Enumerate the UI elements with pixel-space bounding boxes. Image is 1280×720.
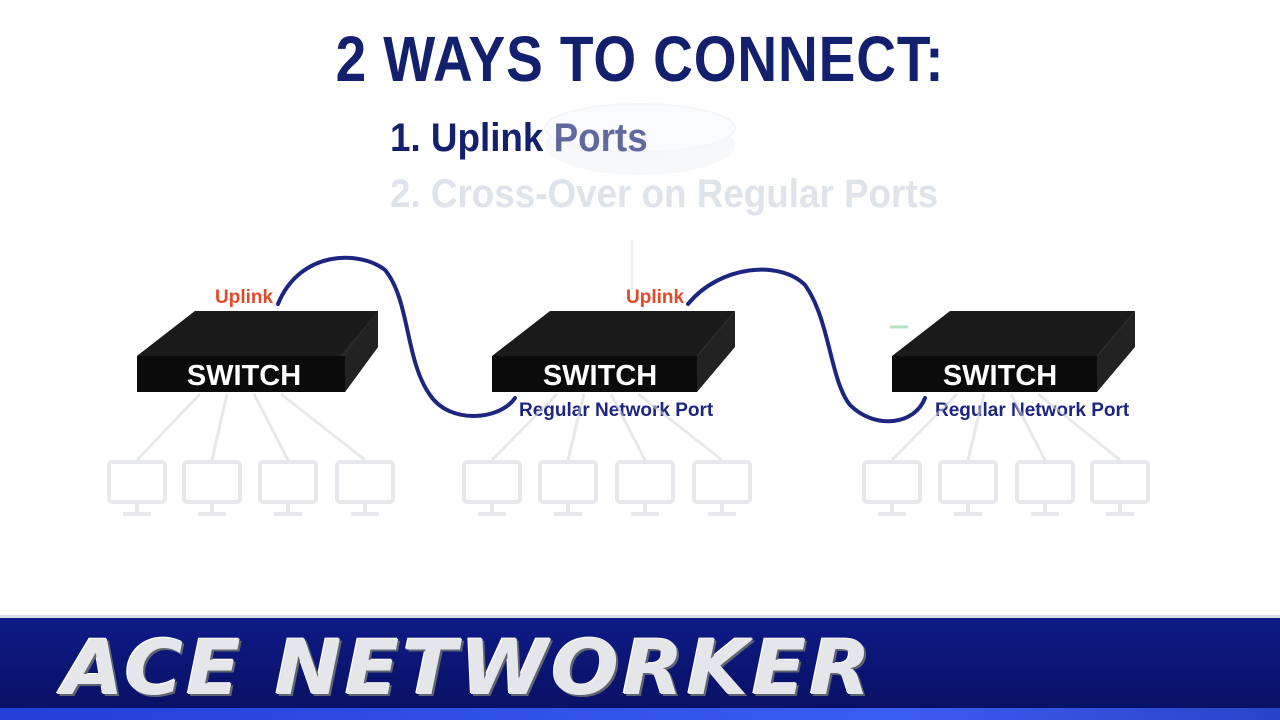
switch-1-label: SWITCH: [187, 360, 301, 392]
network-line: [890, 392, 959, 462]
uplink-label-1: Uplink: [215, 287, 273, 308]
slide-area: 2 WAYS TO CONNECT: 1. Uplink Ports 2. Cr…: [107, 23, 1150, 516]
switch-2: SWITCH: [492, 311, 735, 392]
computer-monitor-icon: [538, 460, 598, 504]
banner-stripe: [0, 708, 1280, 720]
regular-port-label-2: Regular Network Port: [935, 400, 1130, 421]
network-line: [135, 392, 202, 462]
switch-2-label: SWITCH: [543, 360, 657, 392]
computer-monitor-icon: [862, 460, 922, 504]
computer-groups: [107, 392, 1150, 516]
network-line: [252, 393, 290, 461]
network-line: [280, 392, 366, 462]
switch-3: SWITCH: [892, 311, 1135, 392]
computer-monitor-icon: [335, 460, 395, 504]
uplink-cable-1: [276, 255, 517, 418]
computer-monitor-icon: [615, 460, 675, 504]
computer-monitor-icon: [182, 460, 242, 504]
network-line: [966, 393, 986, 461]
network-line: [609, 393, 647, 461]
router-icon: [544, 103, 736, 290]
network-line: [1037, 392, 1121, 462]
network-line: [490, 392, 559, 462]
network-line: [1009, 393, 1047, 461]
uplink-label-2: Uplink: [626, 287, 684, 308]
computer-monitor-icon: [692, 460, 752, 504]
computer-monitor-icon: [462, 460, 522, 504]
computer-monitor-icon: [1090, 460, 1150, 504]
computer-monitor-icon: [258, 460, 318, 504]
list-item-uplink-ports: 1. Uplink Ports: [390, 116, 648, 160]
slide-title: 2 WAYS TO CONNECT:: [335, 23, 945, 95]
computer-monitor-icon: [938, 460, 998, 504]
uplink-cable-2: [686, 267, 927, 424]
switch-3-label: SWITCH: [943, 360, 1057, 392]
network-line: [566, 393, 586, 461]
computer-monitor-icon: [1015, 460, 1075, 504]
brand-logo-text: ACE NETWORKER: [62, 623, 874, 712]
network-diagram: SWITCH SWITCH SWITCH Uplink Uplink Regul…: [107, 103, 1150, 516]
switch-1: SWITCH: [137, 311, 378, 392]
computer-monitor-icon: [107, 460, 167, 504]
brand-banner: ACE NETWORKER: [0, 615, 1280, 720]
network-line: [210, 393, 229, 461]
list-item-cross-over: 2. Cross-Over on Regular Ports: [390, 172, 939, 216]
network-line: [637, 392, 723, 462]
